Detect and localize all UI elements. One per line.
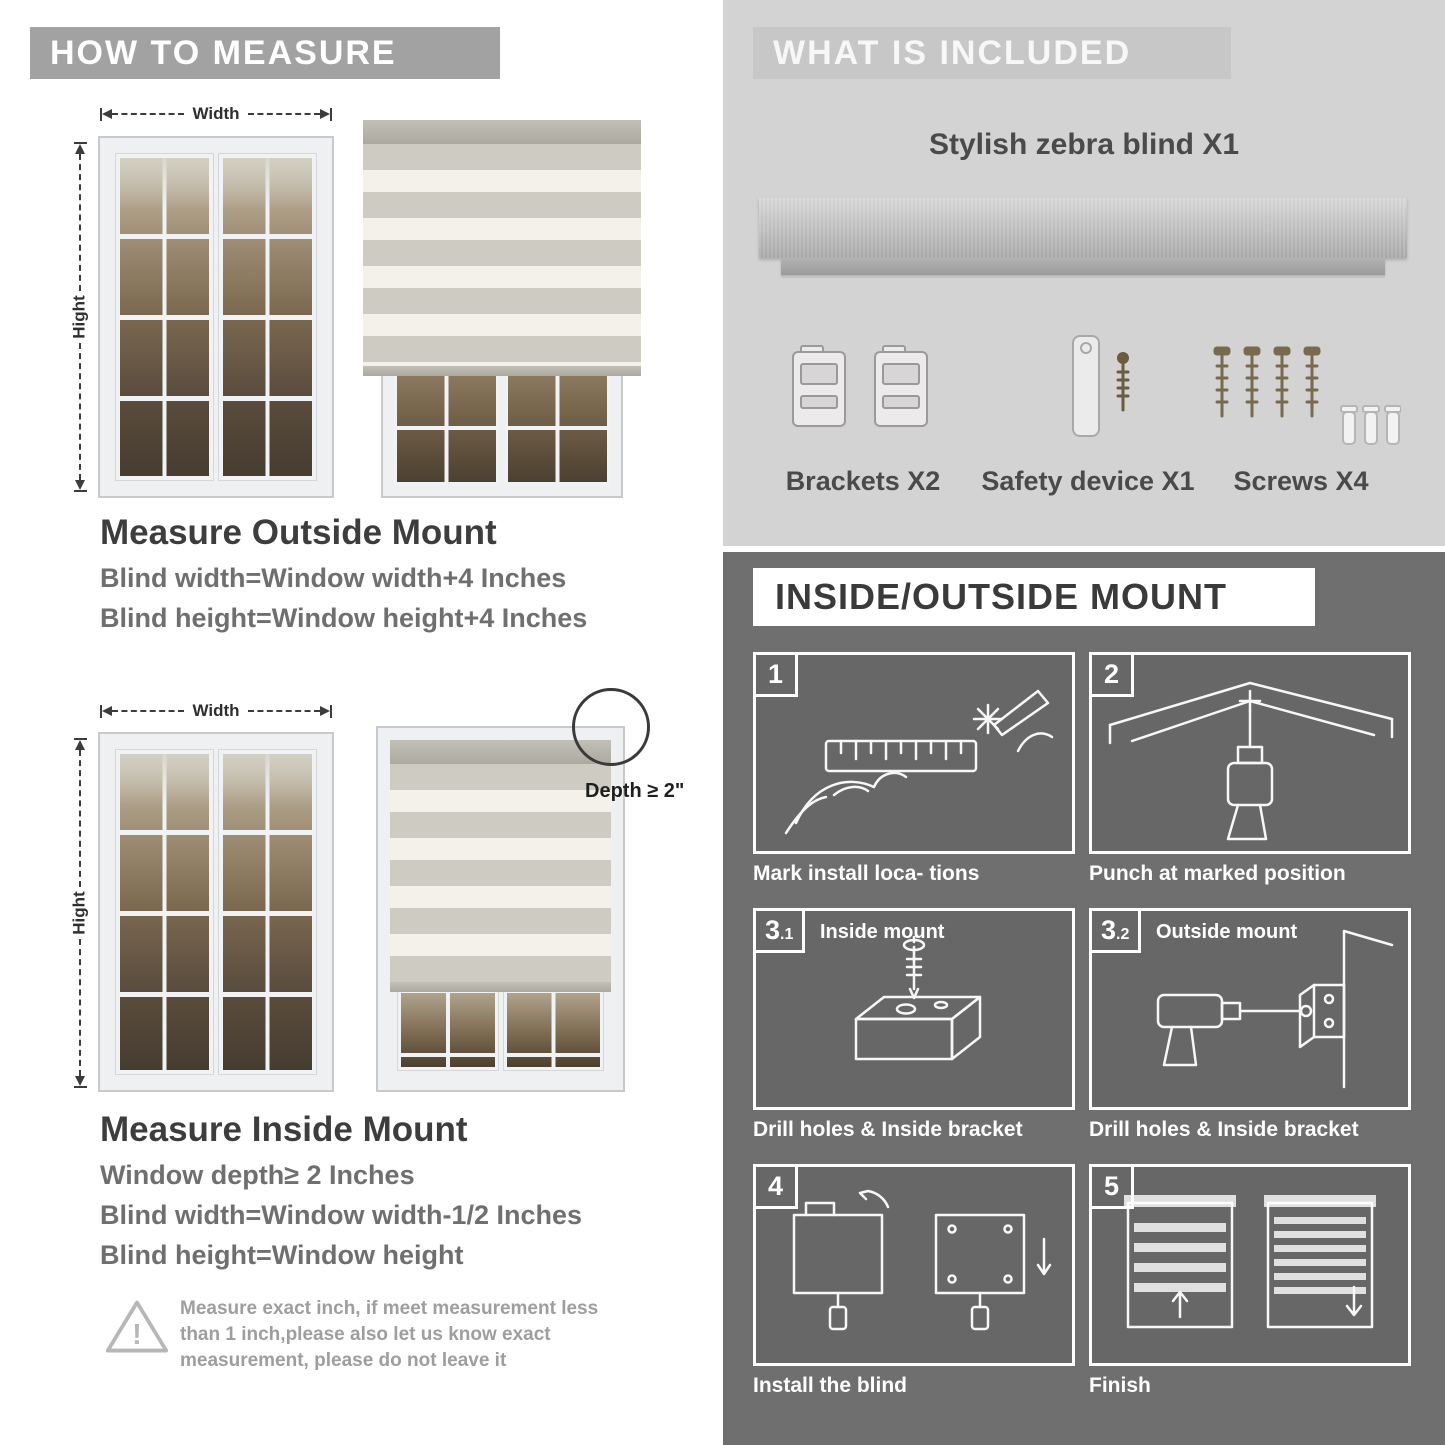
screws-icon: [1213, 346, 1401, 445]
warning-triangle-icon: !: [105, 1300, 169, 1353]
inside-mount-title: Measure Inside Mount: [100, 1110, 468, 1149]
inside-bracket-illustration: [854, 935, 982, 1061]
window-illustration-inside: [98, 732, 334, 1092]
step-5: 5: [1089, 1164, 1411, 1398]
mark-location-illustration: [784, 689, 1054, 835]
brackets-icon: [792, 345, 928, 427]
step-panel: 3.2 Outside mount: [1089, 908, 1411, 1110]
step-1: 1 Mark install loca- tions: [753, 652, 1075, 886]
finished-blinds-illustration: [1124, 1195, 1376, 1329]
height-label: Hight: [70, 891, 89, 935]
height-arrow-inside: Hight: [70, 738, 89, 1088]
window-illustration-outside: [98, 136, 334, 498]
blind-headrail-lip: [781, 258, 1385, 275]
arrow-left-icon: [102, 109, 112, 119]
width-label: Width: [192, 701, 240, 720]
step-number: 3.1: [756, 911, 806, 953]
zebra-blind: [390, 740, 611, 992]
inside-rule-3: Blind height=Window height: [100, 1240, 464, 1270]
step-4: 4 Install the blind: [753, 1164, 1075, 1398]
width-arrow-inside: Width: [100, 701, 332, 720]
step-2: 2 Punch at marked position: [1089, 652, 1411, 886]
safety-device-label: Safety device X1: [981, 466, 1195, 496]
step-panel: 3.1 Inside mount: [753, 908, 1075, 1110]
what-is-included-section: WHAT IS INCLUDED Stylish zebra blind X1: [723, 0, 1445, 546]
height-label: Hight: [70, 295, 89, 339]
product-name: Stylish zebra blind X1: [928, 128, 1240, 161]
what-is-included-title: WHAT IS INCLUDED: [773, 33, 1132, 72]
safety-device-icon: [1072, 335, 1130, 437]
window-sash: [116, 154, 213, 480]
warning-text: Measure exact inch, if meet measurement …: [180, 1298, 599, 1371]
window-panes-below-blind: [390, 982, 611, 1078]
width-label: Width: [192, 104, 240, 123]
brackets-label: Brackets X2: [785, 466, 941, 496]
step-caption: Mark install loca- tions: [753, 862, 980, 885]
blind-fabric: [363, 144, 641, 366]
mount-header: INSIDE/OUTSIDE MOUNT: [753, 568, 1315, 626]
arrow-right-icon: [320, 109, 330, 119]
blind-fabric: [390, 764, 611, 982]
height-arrow-outside: Hight: [70, 142, 89, 492]
how-to-measure-title: HOW TO MEASURE: [50, 33, 397, 72]
drill-position-illustration: [1108, 681, 1394, 841]
step-caption: Drill holes & Inside bracket: [753, 1118, 1023, 1141]
step-3-2: 3.2 Outside mount Drill holes & Inside b…: [1089, 908, 1411, 1142]
step-label: Inside mount: [820, 921, 945, 943]
outside-rule-2: Blind height=Window height+4 Inches: [100, 603, 588, 633]
how-to-measure-header: HOW TO MEASURE: [30, 27, 500, 79]
step-panel: 2: [1089, 652, 1411, 854]
step-number: 1: [756, 655, 798, 697]
step-caption: Drill holes & Inside bracket: [1089, 1118, 1359, 1141]
arrow-down-icon: [75, 1076, 85, 1086]
arrow-right-icon: [320, 706, 330, 716]
zebra-blind-outside-illustration: [363, 120, 641, 498]
outside-bracket-illustration: [1156, 929, 1394, 1089]
install-blind-illustration: [792, 1189, 1052, 1331]
blind-headrail: [363, 120, 641, 144]
blind-bottom-rail: [390, 982, 611, 992]
step-3-1: 3.1 Inside mount Drill holes & Inside br…: [753, 908, 1075, 1142]
mount-title: INSIDE/OUTSIDE MOUNT: [775, 576, 1228, 617]
step-number: 5: [1092, 1167, 1134, 1209]
step-panel: 1: [753, 652, 1075, 854]
warning-mark: !: [132, 1318, 141, 1350]
mount-instructions-section: INSIDE/OUTSIDE MOUNT 1 Mark install loca…: [723, 552, 1445, 1445]
step-caption: Install the blind: [753, 1374, 908, 1397]
blind-headrail: [390, 740, 611, 764]
step-panel: 5: [1089, 1164, 1411, 1366]
zebra-blind-inside-illustration: [376, 726, 625, 1092]
step-number: 4: [756, 1167, 798, 1209]
blind-bottom-rail: [363, 366, 641, 376]
step-caption: Punch at marked position: [1089, 862, 1346, 885]
outside-rule-1: Blind width=Window width+4 Inches: [100, 563, 567, 593]
width-arrow-outside: Width: [100, 104, 332, 123]
window-sash: [219, 750, 316, 1074]
arrow-down-icon: [75, 480, 85, 490]
step-label: Outside mount: [1156, 921, 1298, 943]
screws-label: Screws X4: [1233, 466, 1369, 496]
depth-label: Depth ≥ 2": [585, 780, 685, 802]
inside-rule-2: Blind width=Window width-1/2 Inches: [100, 1200, 583, 1230]
arrow-up-icon: [75, 144, 85, 154]
arrow-up-icon: [75, 740, 85, 750]
window-sash: [116, 750, 213, 1074]
window-sash: [219, 154, 316, 480]
step-panel: 4: [753, 1164, 1075, 1366]
zebra-blind: [363, 120, 641, 376]
arrow-left-icon: [102, 706, 112, 716]
outside-mount-title: Measure Outside Mount: [100, 513, 497, 552]
step-number: 3.2: [1092, 911, 1142, 953]
inside-rule-1: Window depth≥ 2 Inches: [100, 1160, 415, 1190]
what-is-included-header: WHAT IS INCLUDED: [753, 27, 1231, 79]
blind-headrail-product: [759, 198, 1407, 258]
step-number: 2: [1092, 655, 1134, 697]
depth-callout-circle: [572, 688, 650, 766]
step-caption: Finish: [1089, 1374, 1151, 1397]
